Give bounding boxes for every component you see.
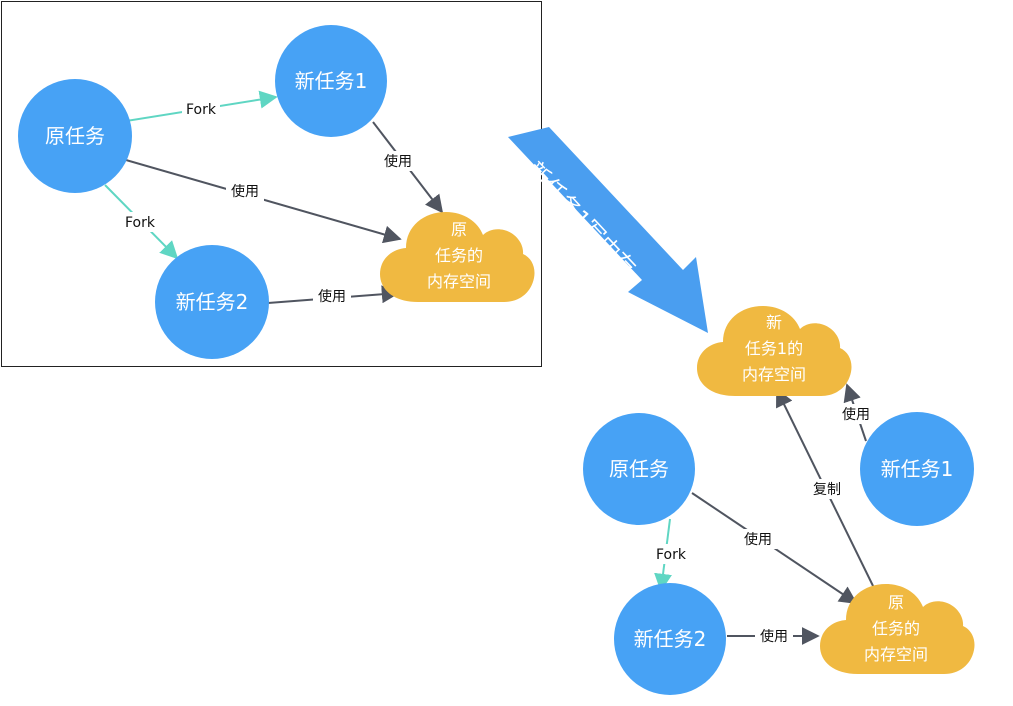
left-node-new-task2 — [155, 245, 269, 359]
right-new-cloud-line-1: 新 — [766, 313, 782, 332]
right-edge-label-fork: Fork — [656, 547, 687, 563]
left-node-new-task1-label: 新任务1 — [295, 69, 368, 93]
left-cloud-orig-memory — [380, 212, 535, 302]
right-edge-label-use-new2: 使用 — [760, 628, 788, 645]
right-node-new-task2 — [614, 583, 726, 695]
left-node-new-task1 — [275, 25, 387, 137]
right-orig-cloud-line-1: 原 — [888, 593, 904, 612]
right-node-new-task2-label: 新任务2 — [634, 627, 707, 651]
transition-arrow — [508, 127, 708, 333]
left-panel-frame — [1, 1, 542, 367]
right-cloud-new-task1-memory — [697, 306, 852, 396]
edge-label-use-orig: 使用 — [231, 183, 259, 200]
left-node-orig-task — [18, 79, 132, 193]
right-edge-label-use-orig: 使用 — [744, 531, 772, 548]
right-cloud-orig-memory — [820, 584, 975, 674]
right-edge-label-copy: 复制 — [813, 481, 841, 498]
right-node-new-task1 — [860, 412, 974, 526]
edge-label-use-new2: 使用 — [318, 288, 346, 305]
left-cloud-line-1: 原 — [451, 220, 467, 239]
right-new-cloud-line-2: 任务1的 — [745, 339, 803, 358]
left-cloud-line-3: 内存空间 — [427, 272, 491, 291]
edge-label-fork2: Fork — [125, 215, 156, 231]
edge-label-fork1: Fork — [186, 102, 217, 118]
right-new-cloud-line-3: 内存空间 — [742, 365, 806, 384]
right-node-orig-task-label: 原任务 — [609, 457, 669, 481]
right-edge-label-use-new1: 使用 — [842, 406, 870, 423]
right-orig-cloud-line-3: 内存空间 — [864, 645, 928, 664]
right-node-orig-task — [583, 413, 695, 525]
right-orig-cloud-line-2: 任务的 — [872, 619, 920, 638]
left-node-orig-task-label: 原任务 — [45, 124, 105, 148]
right-node-new-task1-label: 新任务1 — [881, 457, 954, 481]
left-cloud-line-2: 任务的 — [435, 246, 483, 265]
edge-label-use-new1: 使用 — [384, 153, 412, 170]
left-node-new-task2-label: 新任务2 — [176, 290, 249, 314]
